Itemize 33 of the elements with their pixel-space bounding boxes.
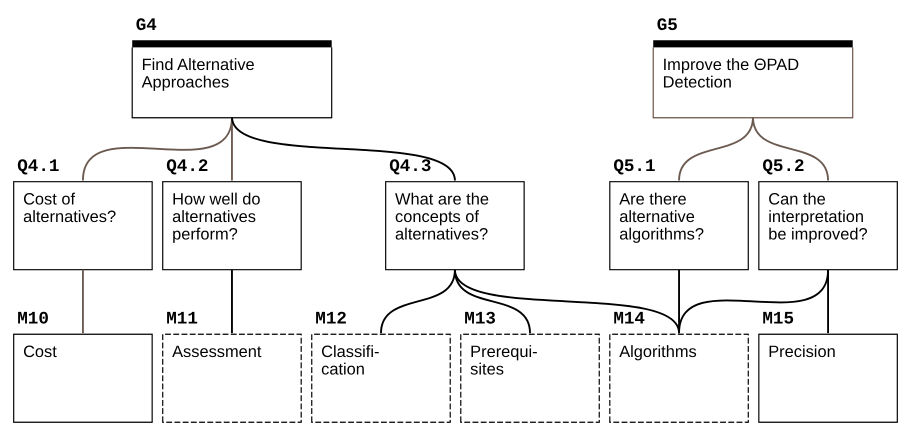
node-label: G4 <box>135 16 156 36</box>
connector <box>453 270 530 334</box>
node-box: Cost <box>12 334 152 423</box>
connector <box>230 116 456 181</box>
connector <box>230 270 232 334</box>
connector <box>82 270 84 334</box>
node-label: Q4.3 <box>388 157 431 178</box>
node-box: Can the interpretation be improved? <box>758 181 898 270</box>
connector <box>230 117 232 181</box>
node-box: Prerequi- sites <box>460 334 600 423</box>
node-label: Q5.1 <box>612 157 656 178</box>
node-box: Precision <box>758 334 898 423</box>
node-label: M12 <box>314 310 346 330</box>
node-label: M14 <box>612 310 645 330</box>
node-label: M10 <box>16 310 48 330</box>
node-box: Algorithms <box>608 334 748 423</box>
connector <box>454 269 680 334</box>
node-box: Classifi- cation <box>310 334 450 423</box>
connector <box>752 117 828 181</box>
node-label: Q4.2 <box>166 157 208 178</box>
connector <box>678 270 828 334</box>
node-label: Q4.1 <box>16 157 59 178</box>
node-box: How well do alternatives perform? <box>162 181 302 270</box>
node-label: M11 <box>166 310 198 330</box>
node-box: Assessment <box>162 334 302 423</box>
connector <box>826 270 829 334</box>
node-box: What are the concepts of alternatives? <box>384 181 524 270</box>
node-label: G5 <box>656 16 678 36</box>
node-label: M15 <box>762 310 794 330</box>
node-box: Cost of alternatives? <box>12 181 152 270</box>
node-label: M13 <box>464 310 496 330</box>
node-label: Q5.2 <box>762 157 804 178</box>
node-box: Are there alternative algorithms? <box>608 181 748 270</box>
